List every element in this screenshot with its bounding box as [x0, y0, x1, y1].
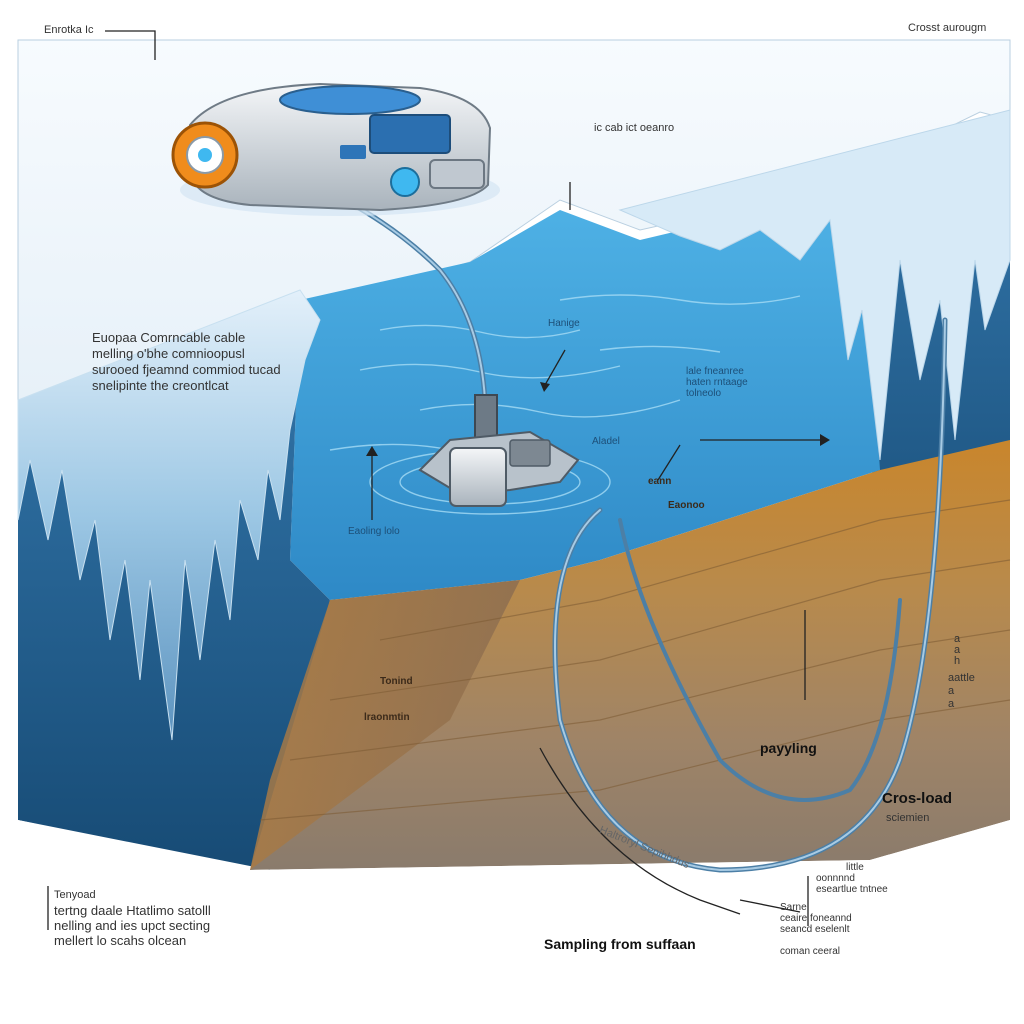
label-cross-load-sub: sciemien — [886, 812, 930, 824]
label-right-vertical-a-3: h — [954, 655, 961, 667]
arrowheads — [366, 382, 830, 456]
label-bottom-left: Tenyoad tertng daale Htatlimo satolll ne… — [54, 888, 211, 948]
label-water-b-2: haten rntaage — [686, 377, 748, 388]
label-small-r2-3: seancd eselenlt — [780, 924, 850, 935]
label-main-line-4: snelipinte the creontlcat — [92, 378, 229, 393]
label-small-r1-2: oonnnnd — [816, 873, 855, 884]
surface-melt-probe — [171, 82, 500, 216]
label-right-vertical-b-1: aattle — [948, 672, 975, 684]
label-sediment-b: Eaonoo — [668, 500, 705, 511]
label-lander: Eaoling lolo — [348, 526, 400, 537]
label-right-vertical-a: a a h — [954, 634, 960, 667]
label-main-block: Euopaa Comrncable cable melling o'bhe co… — [92, 330, 281, 394]
label-small-r3: coman ceeral — [780, 946, 841, 957]
label-top-left: Enrotka Ic — [44, 24, 94, 36]
label-right-vertical-b-2: a — [948, 685, 955, 697]
label-main-line-3: surooed fjeamnd commiod tucad — [92, 362, 281, 377]
tether-cable — [342, 197, 948, 873]
ocean-water — [290, 195, 880, 600]
sediment-left-slope — [250, 580, 520, 870]
label-water-b-1: lale fneanree — [686, 366, 744, 377]
label-bottom-left-4: mellert lo scahs olcean — [54, 933, 187, 948]
label-small-r1-3: eseartlue tntnee — [816, 884, 888, 895]
label-water-c: Aladel — [592, 436, 620, 447]
sediment-layers — [250, 440, 1010, 870]
label-water-b-3: tolneolo — [686, 388, 722, 399]
label-bottom-left-1: Tenyoad — [54, 889, 96, 901]
label-right-vertical-b: aattle a a — [948, 672, 975, 711]
label-layer-a: Tonind — [380, 676, 413, 687]
label-bottom-center: Sampling from suffaan — [544, 936, 696, 952]
label-small-r2-1: Sarne — [780, 902, 807, 913]
label-water-b: lale fneanree haten rntaage tolneolo — [686, 366, 748, 399]
label-right-vertical-a-2: a — [954, 644, 961, 656]
sediment-strata — [259, 499, 1011, 821]
label-sediment-a: eann — [648, 476, 672, 487]
label-small-r1: little oonnnnd eseartlue tntnee — [816, 862, 888, 895]
label-small-r1-1: little — [846, 862, 864, 873]
seafloor-lander — [418, 394, 580, 507]
label-main-line-2: melling o'bhe comnioopusl — [92, 346, 245, 361]
label-top-right: Crosst aurougm — [908, 22, 987, 34]
label-small-r2-2: ceaire foneannd — [780, 913, 852, 924]
cutaway-base — [18, 820, 1010, 1024]
label-bottom-left-3: nelling and ies upct secting — [54, 918, 211, 933]
leader-lines — [47, 30, 820, 930]
label-right-vertical-b-3: a — [948, 698, 955, 710]
ice-icicles-right — [618, 109, 1011, 461]
label-small-r2: Sarne ceaire foneannd seancd eselenlt — [780, 902, 852, 935]
label-cross-load: Cros-load — [882, 790, 953, 807]
label-water-a: Hanige — [548, 318, 580, 329]
label-layer-b: lraonmtin — [364, 712, 410, 723]
label-bottom-left-2: tertng daale Htatlimo satolll — [54, 903, 211, 918]
label-right-vertical-a-1: a — [954, 633, 961, 645]
label-payload: payyling — [760, 740, 817, 756]
ice-icicles-left — [17, 289, 321, 741]
label-ice-shelf: ic cab ict oeanro — [594, 122, 675, 134]
label-main-line-1: Euopaa Comrncable cable — [92, 330, 246, 345]
